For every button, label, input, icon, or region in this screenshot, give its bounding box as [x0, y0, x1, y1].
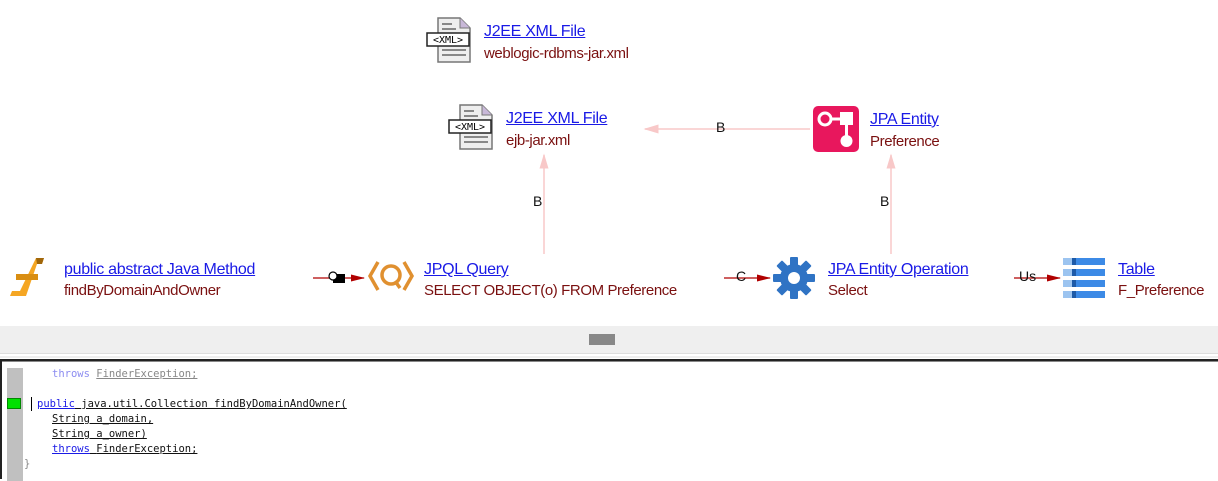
node-title[interactable]: Table — [1118, 261, 1155, 278]
gear-icon — [773, 257, 815, 299]
node-title[interactable]: J2EE XML File — [484, 23, 586, 40]
xml-file-icon: <XML> — [426, 17, 471, 63]
edge-label-entity-to-ejb: B — [716, 119, 726, 135]
function-icon — [10, 258, 44, 296]
node-title[interactable]: J2EE XML File — [506, 110, 608, 127]
graph-edges — [313, 124, 1062, 283]
node-title[interactable]: public abstract Java Method — [64, 261, 256, 278]
closing-brace: } — [24, 458, 31, 470]
code-text: FinderException; — [96, 443, 198, 455]
code-text: FinderException; — [96, 368, 198, 380]
code-text: String a_domain, — [52, 413, 154, 425]
code-editor[interactable] — [0, 359, 1218, 481]
node-subtitle: findByDomainAndOwner — [64, 282, 221, 299]
xml-icon-text: <XML> — [433, 35, 463, 46]
node-subtitle: Preference — [870, 133, 940, 150]
xml-icon-text: <XML> — [455, 122, 485, 133]
xml-file-icon: <XML> — [448, 104, 493, 150]
node-subtitle: weblogic-rdbms-jar.xml — [484, 45, 629, 62]
node-subtitle: ejb-jar.xml — [506, 132, 570, 149]
node-title[interactable]: JPA Entity Operation — [828, 261, 969, 278]
code-text: String a_owner) — [52, 428, 147, 440]
keyword-throws: throws — [52, 443, 90, 455]
pane-splitter[interactable] — [0, 326, 1218, 354]
code-text: java.util.Collection findByDomainAndOwne… — [81, 398, 347, 410]
keyword-throws: throws — [52, 368, 90, 380]
code-line-3: String a_domain, — [52, 413, 153, 425]
table-icon — [1063, 258, 1105, 298]
code-line-4: String a_owner) — [52, 428, 147, 440]
edge-label-operation-to-table: Us — [1019, 268, 1037, 284]
jpa-entity-icon — [813, 106, 859, 152]
edge-label-query-to-operation: C — [736, 268, 747, 284]
code-line-2: public java.util.Collection findByDomain… — [37, 398, 347, 410]
call-connector-icon — [328, 271, 345, 283]
editor-gutter — [7, 368, 23, 481]
code-line-1: throws FinderException; — [52, 368, 197, 380]
code-line-6: } — [24, 458, 30, 470]
node-title[interactable]: JPA Entity — [870, 111, 939, 128]
node-subtitle: Select — [828, 282, 868, 299]
query-icon — [367, 261, 415, 291]
current-line-marker — [7, 398, 21, 409]
splitter-handle[interactable] — [589, 334, 615, 345]
edge-label-operation-to-entity: B — [880, 193, 890, 209]
node-subtitle: SELECT OBJECT(o) FROM Preference — [424, 282, 677, 299]
dependency-graph: B B B C Us <XML> J2EE XML File weblogic-… — [10, 17, 1205, 299]
keyword-public: public — [37, 398, 75, 410]
text-caret — [31, 397, 32, 411]
code-line-5: throws FinderException; — [52, 443, 197, 455]
node-title[interactable]: JPQL Query — [424, 261, 509, 278]
edge-label-query-to-ejb: B — [533, 193, 543, 209]
node-subtitle: F_Preference — [1118, 282, 1205, 299]
separator — [0, 356, 1218, 358]
